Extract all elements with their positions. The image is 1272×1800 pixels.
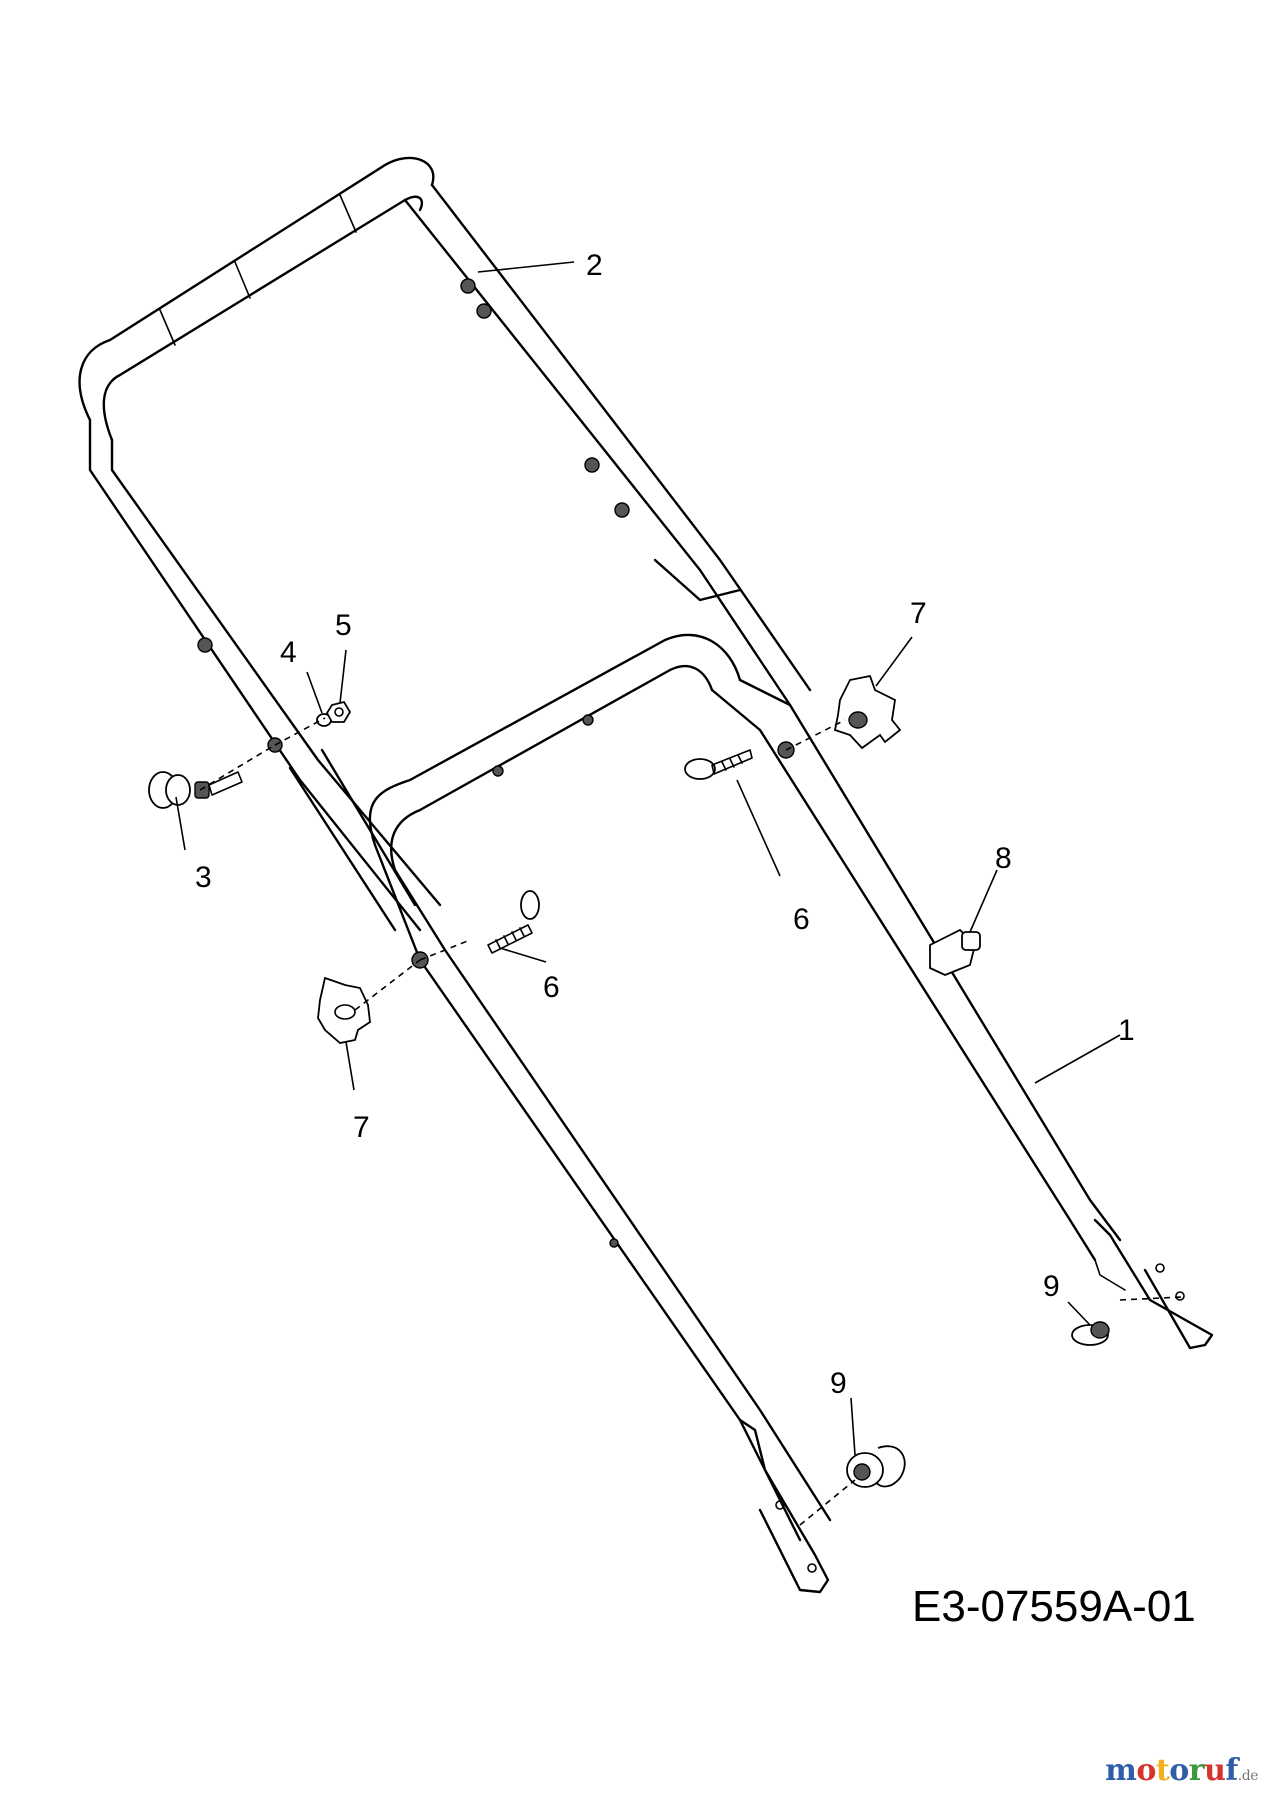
star-knob-part-7-left — [317, 976, 371, 1044]
callout-6-left: 6 — [543, 971, 560, 1004]
drawing-code: E3-07559A-01 — [912, 1582, 1196, 1631]
callout-6-right: 6 — [793, 903, 810, 936]
watermark-text: motoruf — [1105, 1753, 1238, 1788]
callout-8: 8 — [995, 842, 1012, 875]
callout-7-left: 7 — [353, 1111, 370, 1144]
callout-9-left: 9 — [830, 1367, 847, 1400]
callout-1: 1 — [1118, 1014, 1135, 1047]
watermark-domain: .de — [1237, 1768, 1259, 1784]
lower-handle — [368, 633, 1214, 1594]
callout-9-right: 9 — [1043, 1270, 1060, 1303]
callout-2: 2 — [586, 249, 603, 282]
upper-handle — [78, 156, 812, 932]
carriage-bolt-part-6-right — [684, 749, 753, 780]
clip-part-9-right — [1071, 1321, 1110, 1346]
callout-3: 3 — [195, 861, 212, 894]
assembly-lines — [199, 717, 1183, 1526]
callout-7-right: 7 — [910, 597, 927, 630]
callout-5: 5 — [335, 609, 352, 642]
leader-lines — [175, 261, 1121, 1456]
clip-part-9-left — [846, 1445, 906, 1488]
watermark-logo: motoruf.de — [1105, 1753, 1258, 1788]
cable-clip-part-8 — [929, 928, 981, 976]
nut-part-5 — [325, 700, 352, 723]
callout-4: 4 — [280, 636, 297, 669]
carriage-bolt-part-6-left — [487, 890, 540, 954]
star-knob-part-7-right — [833, 674, 902, 750]
bolt-part-3 — [148, 771, 243, 809]
